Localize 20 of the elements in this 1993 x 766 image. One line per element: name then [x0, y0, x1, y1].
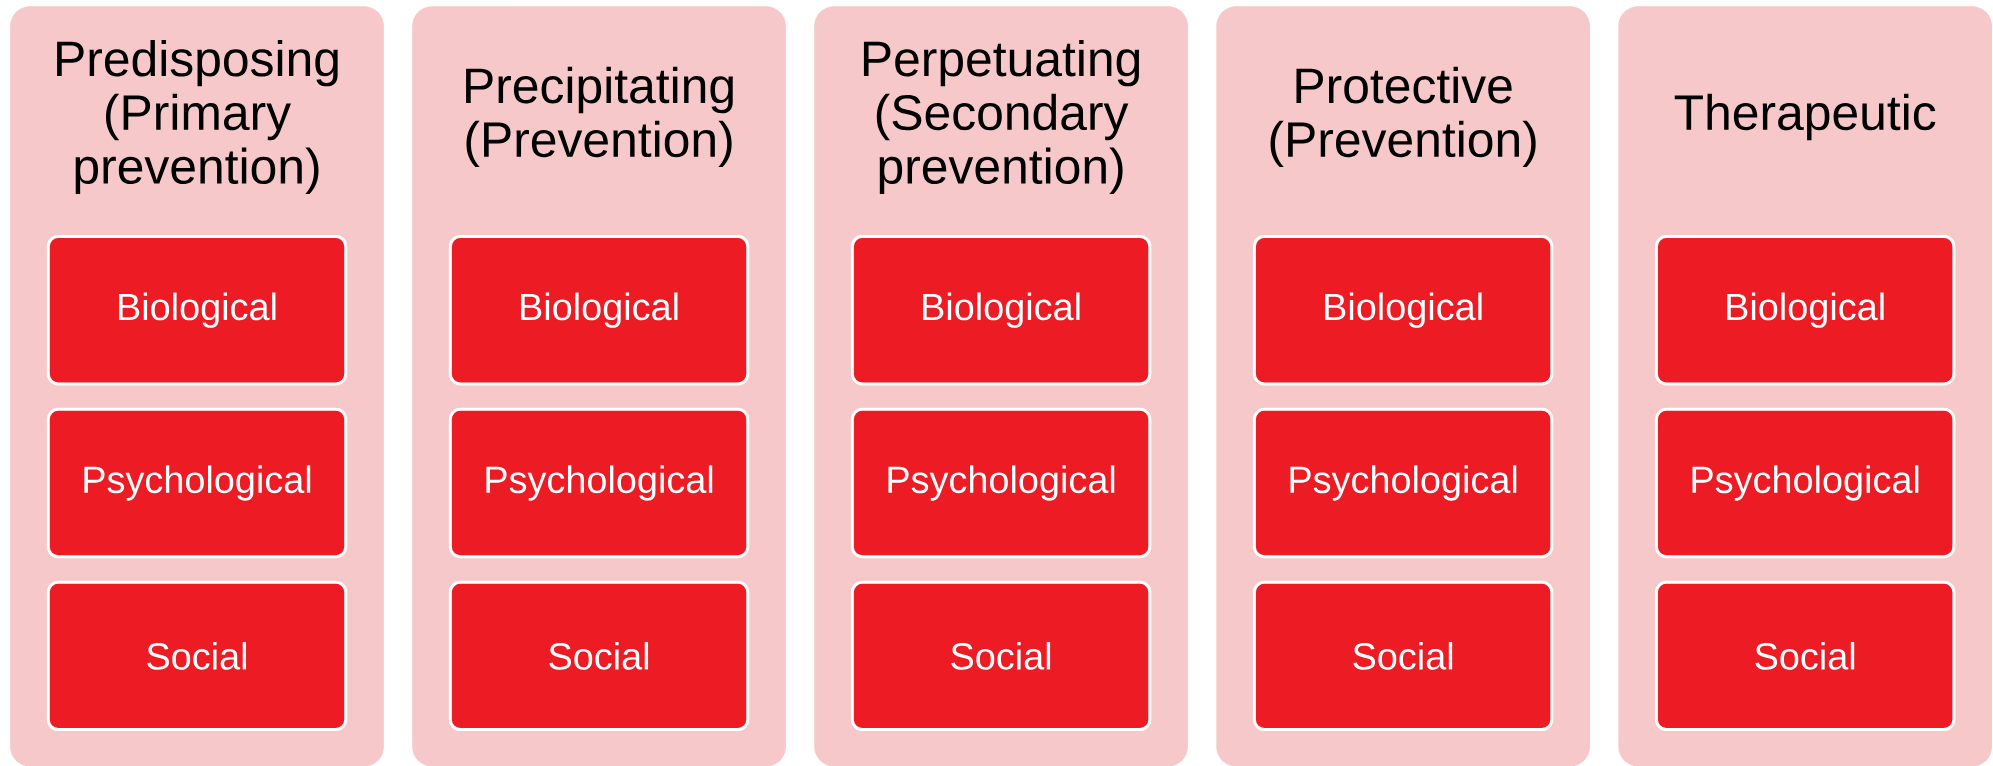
- category-box: Social: [46, 580, 348, 731]
- category-box: Psychological: [448, 407, 750, 558]
- category-box: Psychological: [850, 407, 1152, 558]
- column-heading: Precipitating (Prevention): [466, 66, 733, 167]
- category-box: Social: [1252, 580, 1554, 731]
- category-box: Biological: [448, 234, 750, 386]
- category-box: Social: [448, 580, 750, 731]
- category-box: Social: [1654, 580, 1956, 731]
- category-box: Biological: [46, 234, 348, 386]
- category-box: Social: [850, 580, 1152, 731]
- column-heading: Protective (Prevention): [1270, 66, 1536, 167]
- column-heading: Perpetuating (Secondary prevention): [863, 39, 1140, 194]
- category-box: Psychological: [1654, 407, 1956, 558]
- category-box: Psychological: [46, 407, 348, 558]
- category-box: Psychological: [1252, 407, 1554, 558]
- category-box: Biological: [850, 234, 1152, 386]
- column-heading: Therapeutic: [1674, 93, 1936, 140]
- column-heading: Predisposing (Primary prevention): [57, 39, 338, 194]
- category-box: Biological: [1252, 234, 1554, 386]
- category-box: Biological: [1654, 234, 1956, 386]
